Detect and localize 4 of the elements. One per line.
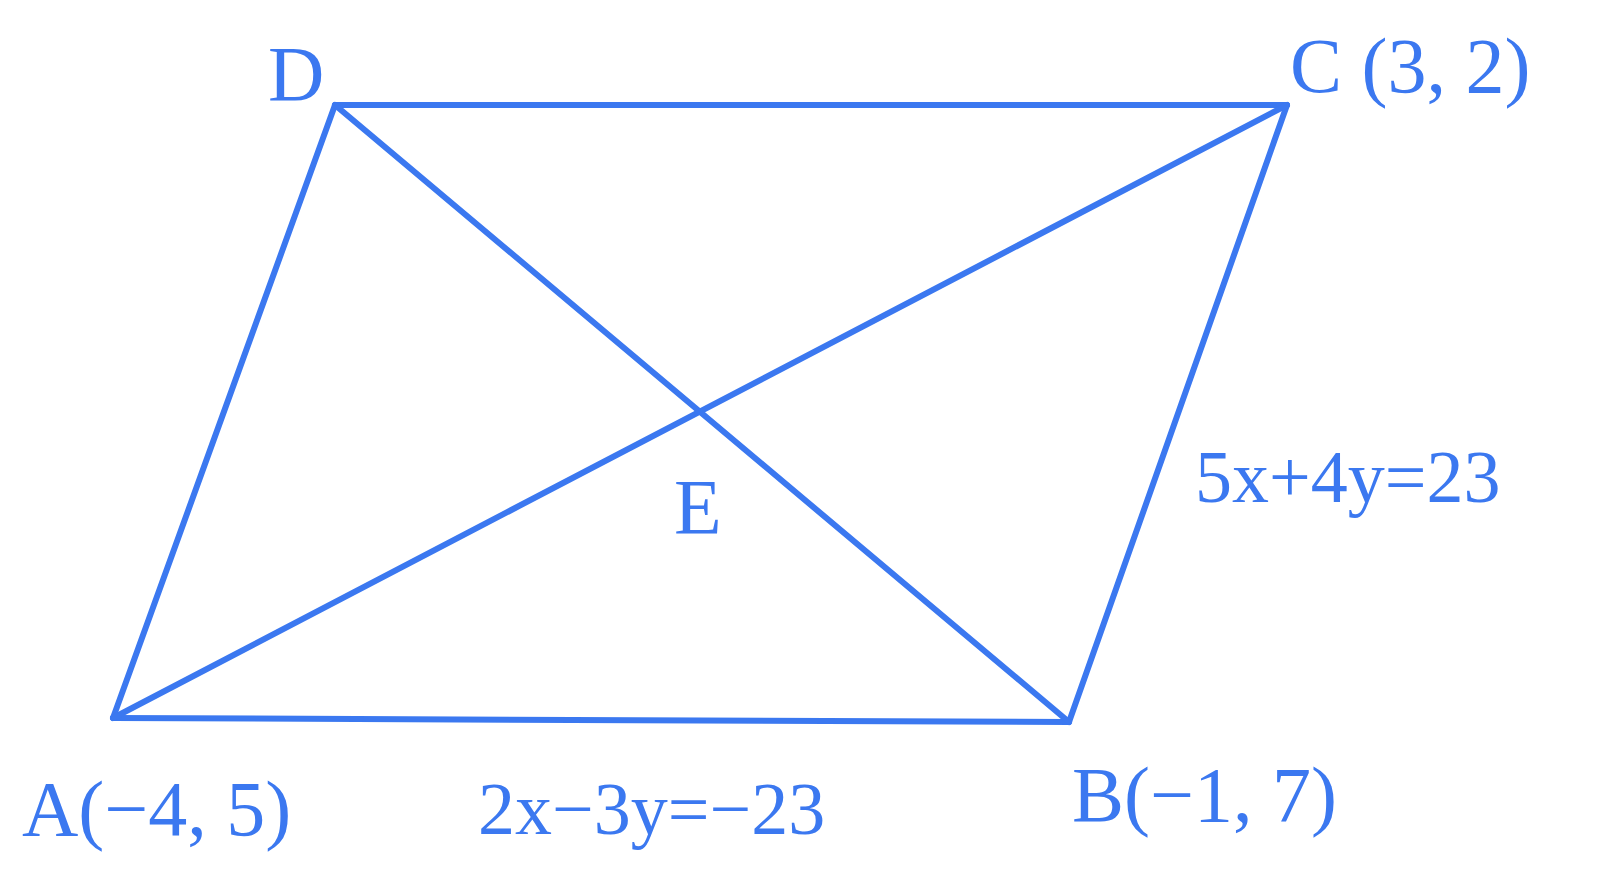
point-label: D [268,35,325,113]
point-label: E [674,468,722,546]
line-segment [332,102,1072,725]
line-segment [110,102,1290,721]
